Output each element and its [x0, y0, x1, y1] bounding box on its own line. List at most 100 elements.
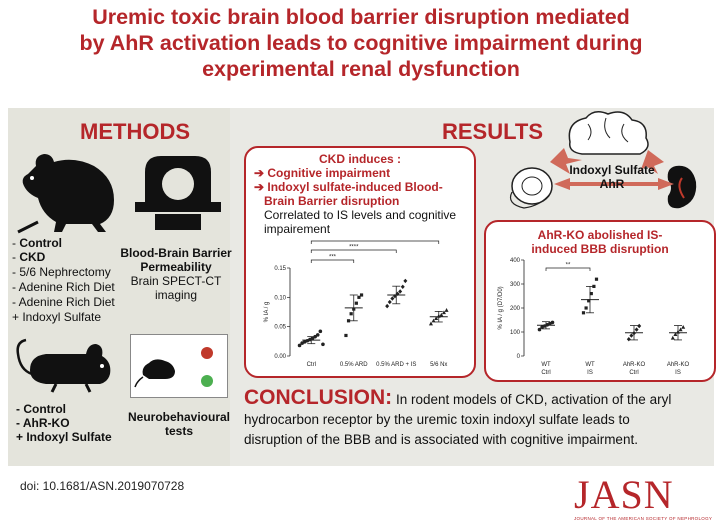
- jasn-logo: JASN: [574, 472, 674, 517]
- data-point: [589, 292, 593, 296]
- data-point: [357, 295, 361, 299]
- spect-ct-scanner-icon: [135, 156, 221, 230]
- green-light-icon: [201, 375, 213, 387]
- data-point: [637, 323, 642, 329]
- ahr-ko-results-box: [484, 220, 716, 382]
- methods-heading: METHODS: [80, 119, 190, 144]
- indoxyl-sulfate-ahr-label: Indoxyl Sulfate AhR: [569, 163, 655, 191]
- arrows: [550, 148, 674, 190]
- y-tick-label: 400: [510, 258, 521, 264]
- y-tick-label: 0.15: [274, 266, 286, 272]
- data-point: [354, 301, 358, 305]
- bbb-permeability-text: Blood-Brain Barrier Permeability Brain S…: [120, 246, 232, 302]
- group-item: - Adenine Rich Diet: [12, 280, 115, 294]
- x-tick-label: 0.5% ARD: [340, 362, 368, 368]
- ckd-results-box: [244, 146, 476, 378]
- ckd-title: CKD induces :: [318, 152, 401, 166]
- significance-bracket: [545, 267, 591, 271]
- x-tick-label: IS: [675, 370, 681, 376]
- y-tick-label: 300: [510, 282, 521, 288]
- data-point: [629, 333, 634, 338]
- page-title: Uremic toxic brain blood barrier disrupt…: [0, 4, 722, 82]
- group-item: - Adenine Rich Diet: [12, 295, 115, 309]
- group-item: - AhR-KO: [16, 416, 70, 430]
- mechanism-diagram: [509, 111, 697, 209]
- brain-icon: [568, 111, 649, 155]
- significance-bracket: [310, 249, 397, 253]
- data-point: [670, 335, 675, 340]
- conclusion-label: CONCLUSION:: [244, 386, 393, 409]
- y-axis-label: % IA / g (D7/D0): [498, 286, 504, 329]
- doi-text: doi: 10.1681/ASN.2019070728: [20, 479, 185, 493]
- data-point: [584, 306, 588, 310]
- cage-illustration: [134, 347, 213, 388]
- y-axis-label: % IA / g: [264, 302, 270, 323]
- data-point: [349, 312, 353, 316]
- ahr-ko-title: AhR-KO abolished IS- induced BBB disrupt…: [531, 228, 669, 256]
- conclusion-text: In rodent models of CKD, activation of t…: [395, 392, 672, 407]
- data-point: [390, 296, 395, 301]
- group-item: - Control: [12, 236, 62, 250]
- data-point: [398, 289, 403, 294]
- data-point: [297, 343, 302, 348]
- y-tick-label: 200: [510, 306, 521, 312]
- data-point: [678, 327, 683, 332]
- x-tick-label: AhR-KO: [623, 362, 646, 368]
- data-point: [359, 293, 364, 297]
- data-point: [403, 278, 408, 284]
- y-tick-label: 0.10: [274, 295, 286, 301]
- data-point: [441, 310, 446, 315]
- x-tick-label: 5/6 Nx: [430, 362, 447, 368]
- y-tick-label: 100: [510, 330, 521, 336]
- data-point: [439, 312, 444, 317]
- significance-label: ****: [370, 238, 380, 242]
- data-point: [344, 333, 348, 338]
- data-point: [315, 333, 320, 337]
- y-tick-label: 0.00: [274, 354, 286, 360]
- data-point: [681, 325, 686, 329]
- data-point: [400, 284, 405, 289]
- data-point: [594, 277, 599, 281]
- significance-label: **: [566, 263, 571, 269]
- mouse-icon: [16, 338, 111, 393]
- data-point: [550, 320, 555, 325]
- finding-item: ➔ Cognitive impairment: [254, 166, 391, 180]
- group-item: + Indoxyl Sulfate: [16, 430, 112, 444]
- data-point: [387, 299, 392, 305]
- significance-bracket: [310, 259, 355, 263]
- title-line: Uremic toxic brain blood barrier disrupt…: [92, 5, 630, 29]
- data-point: [444, 308, 449, 312]
- neurobehavioural-tests-label: Neurobehavioural tests: [127, 410, 231, 438]
- rat-groups-list: - Control - CKD - 5/6 Nephrectomy - Aden…: [12, 236, 132, 324]
- blood-vessel-icon: [509, 167, 553, 209]
- y-tick-label: 0.05: [274, 325, 286, 331]
- rat-icon: [17, 154, 114, 234]
- journal-name: JOURNAL OF THE AMERICAN SOCIETY OF NEPHR…: [574, 516, 713, 521]
- significance-label: ****: [349, 245, 359, 251]
- data-point: [346, 319, 351, 323]
- data-point: [626, 337, 631, 342]
- data-point: [431, 318, 436, 323]
- conclusion-text: disruption of the BBB and is associated …: [244, 432, 638, 447]
- neurobehavioural-cage: [130, 334, 228, 398]
- x-tick-label: WT: [541, 362, 551, 368]
- x-tick-label: WT: [585, 362, 595, 368]
- results-heading: RESULTS: [442, 119, 544, 144]
- x-tick-label: IS: [587, 370, 593, 376]
- significance-label: ***: [329, 255, 337, 261]
- kidney-icon: [667, 165, 697, 209]
- data-point: [537, 327, 542, 332]
- x-tick-label: AhR-KO: [667, 362, 690, 368]
- red-light-icon: [201, 347, 213, 359]
- group-item: + Indoxyl Sulfate: [12, 310, 102, 324]
- data-point: [673, 332, 678, 336]
- data-point: [321, 342, 325, 347]
- data-point: [428, 321, 433, 326]
- significance-bracket: [310, 240, 440, 244]
- title-line: by AhR activation leads to cognitive imp…: [79, 31, 643, 55]
- group-item: - 5/6 Nephrectomy: [12, 265, 111, 279]
- data-point: [581, 311, 586, 315]
- x-tick-label: 0.5% ARD + IS: [376, 362, 416, 368]
